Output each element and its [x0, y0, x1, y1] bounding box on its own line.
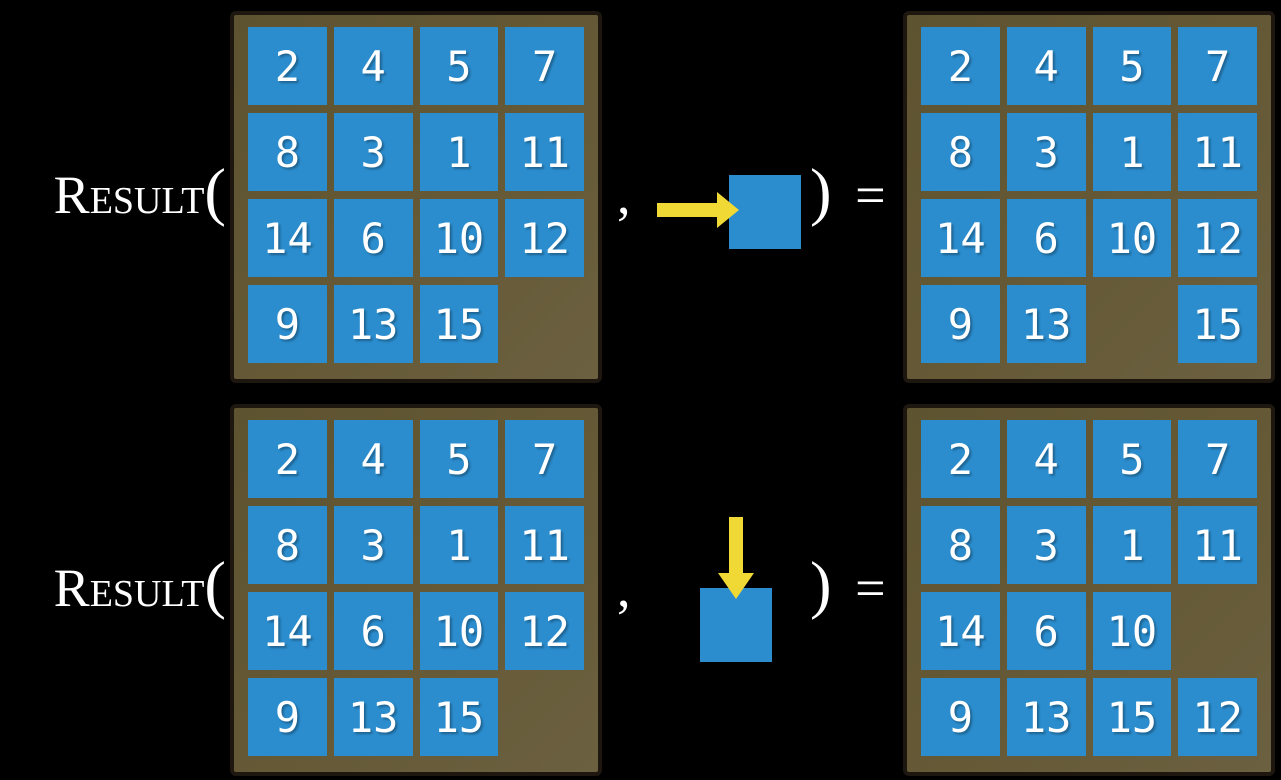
puzzle-tile: 11 — [505, 113, 584, 191]
closing-equals: ) = — [810, 553, 886, 618]
puzzle-tile: 13 — [333, 678, 413, 756]
puzzle-tile: 10 — [1092, 199, 1172, 277]
puzzle-tile: 2 — [248, 27, 327, 105]
blank-cell — [505, 287, 584, 365]
argument-separator: , — [617, 165, 631, 225]
puzzle-tile: 7 — [505, 27, 584, 105]
puzzle-tile: 15 — [1178, 285, 1257, 363]
puzzle-tile: 6 — [1006, 199, 1086, 277]
blank-cell — [1178, 594, 1257, 672]
puzzle-tile: 9 — [248, 285, 327, 363]
puzzle-tile: 2 — [921, 420, 1000, 498]
puzzle-tile: 15 — [419, 285, 499, 363]
puzzle-tile: 6 — [333, 592, 413, 670]
puzzle-tile: 11 — [1178, 506, 1257, 584]
puzzle-tile: 9 — [248, 678, 327, 756]
puzzle-tile: 4 — [1006, 420, 1086, 498]
puzzle-tile: 12 — [505, 199, 584, 277]
puzzle-tile: 9 — [921, 285, 1000, 363]
puzzle-tile: 15 — [1092, 678, 1172, 756]
puzzle-tile: 8 — [248, 506, 327, 584]
puzzle-tile: 7 — [1178, 27, 1257, 105]
open-paren: ( — [204, 156, 226, 228]
puzzle-tile: 14 — [248, 199, 327, 277]
equals-sign: = — [855, 558, 886, 618]
open-paren: ( — [204, 549, 226, 621]
puzzle-tile: 1 — [1092, 506, 1172, 584]
puzzle-tile: 15 — [419, 678, 499, 756]
puzzle-tile: 3 — [1006, 113, 1086, 191]
puzzle-tile: 8 — [921, 506, 1000, 584]
puzzle-tile: 12 — [1178, 678, 1257, 756]
puzzle-tile: 5 — [419, 420, 499, 498]
puzzle-tile: 8 — [248, 113, 327, 191]
puzzle-tile: 7 — [1178, 420, 1257, 498]
puzzle-tile: 11 — [505, 506, 584, 584]
function-label: Result( — [0, 160, 226, 225]
puzzle-tile: 1 — [419, 506, 499, 584]
blank-cell — [505, 680, 584, 758]
right-arrow-icon — [657, 192, 739, 228]
puzzle-tile: 9 — [921, 678, 1000, 756]
blank-cell — [1093, 287, 1172, 365]
puzzle-tile: 5 — [1092, 420, 1172, 498]
puzzle-tile: 3 — [333, 113, 413, 191]
puzzle-tile: 11 — [1178, 113, 1257, 191]
function-label: Result( — [0, 553, 226, 618]
puzzle-tile: 1 — [419, 113, 499, 191]
close-paren: ) — [810, 549, 832, 621]
puzzle-tile: 10 — [419, 592, 499, 670]
puzzle-tile: 13 — [333, 285, 413, 363]
puzzle-tile: 12 — [505, 592, 584, 670]
puzzle-tile: 1 — [1092, 113, 1172, 191]
puzzle-tile: 10 — [419, 199, 499, 277]
puzzle-tile: 8 — [921, 113, 1000, 191]
puzzle-tile: 5 — [1092, 27, 1172, 105]
puzzle-tile: 2 — [248, 420, 327, 498]
close-paren: ) — [810, 156, 832, 228]
puzzle-tile: 4 — [1006, 27, 1086, 105]
action-tile-down — [700, 588, 772, 662]
equals-sign: = — [855, 165, 886, 225]
function-name: Result — [53, 165, 205, 225]
puzzle-tile: 13 — [1006, 285, 1086, 363]
puzzle-tile: 13 — [1006, 678, 1086, 756]
closing-equals: ) = — [810, 160, 886, 225]
puzzle-tile: 6 — [1006, 592, 1086, 670]
puzzle-tile: 14 — [921, 199, 1000, 277]
puzzle-tile: 4 — [333, 27, 413, 105]
function-name: Result — [53, 558, 205, 618]
down-arrow-icon — [718, 517, 754, 599]
puzzle-tile: 4 — [333, 420, 413, 498]
puzzle-tile: 2 — [921, 27, 1000, 105]
puzzle-tile: 3 — [333, 506, 413, 584]
puzzle-tile: 10 — [1092, 592, 1172, 670]
puzzle-tile: 14 — [921, 592, 1000, 670]
puzzle-tile: 12 — [1178, 199, 1257, 277]
puzzle-tile: 6 — [333, 199, 413, 277]
puzzle-tile: 7 — [505, 420, 584, 498]
puzzle-tile: 5 — [419, 27, 499, 105]
puzzle-tile: 3 — [1006, 506, 1086, 584]
puzzle-tile: 14 — [248, 592, 327, 670]
action-tile-right — [729, 175, 801, 249]
argument-separator: , — [617, 558, 631, 618]
